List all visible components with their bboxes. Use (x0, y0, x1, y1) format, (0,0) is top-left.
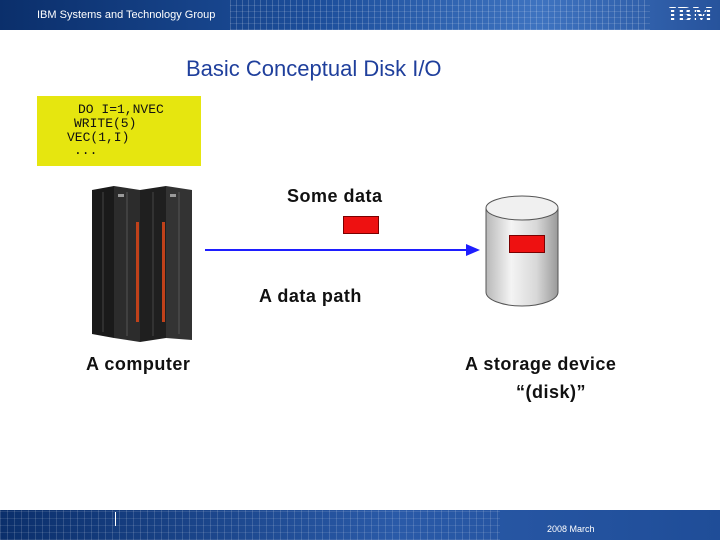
storage-label-line1: A storage device (465, 354, 617, 374)
code-line: ... (74, 143, 98, 158)
code-line: VEC(1,I) (67, 130, 130, 145)
footer-grid-pattern (0, 510, 500, 540)
code-box: DO I=1,NVEC WRITE(5) VEC(1,I) ... (37, 96, 201, 166)
data-label: Some data (287, 186, 383, 206)
data-path-label: A data path (259, 286, 362, 306)
code-line: WRITE(5) (74, 116, 137, 131)
footer-date: 2008 March (547, 524, 595, 534)
footer-divider (115, 512, 116, 526)
storage-label-line2: “(disk)” (516, 382, 587, 402)
data-packet-in-transit (343, 216, 379, 234)
data-packet-on-disk (509, 235, 545, 253)
header-bar: IBM Systems and Technology Group IBM (0, 0, 720, 30)
arrow-right-icon (466, 244, 480, 256)
header-grid-pattern (230, 0, 650, 30)
computer-rack-icon (92, 186, 192, 342)
footer-bar: 2008 March (0, 510, 720, 540)
code-line: DO I=1,NVEC (78, 102, 164, 117)
disk-cylinder-icon (485, 195, 559, 307)
computer-label: A computer (86, 354, 191, 374)
ibm-logo: IBM (666, 4, 716, 25)
header-title: IBM Systems and Technology Group (37, 9, 216, 21)
slide-title: Basic Conceptual Disk I/O (186, 56, 442, 81)
